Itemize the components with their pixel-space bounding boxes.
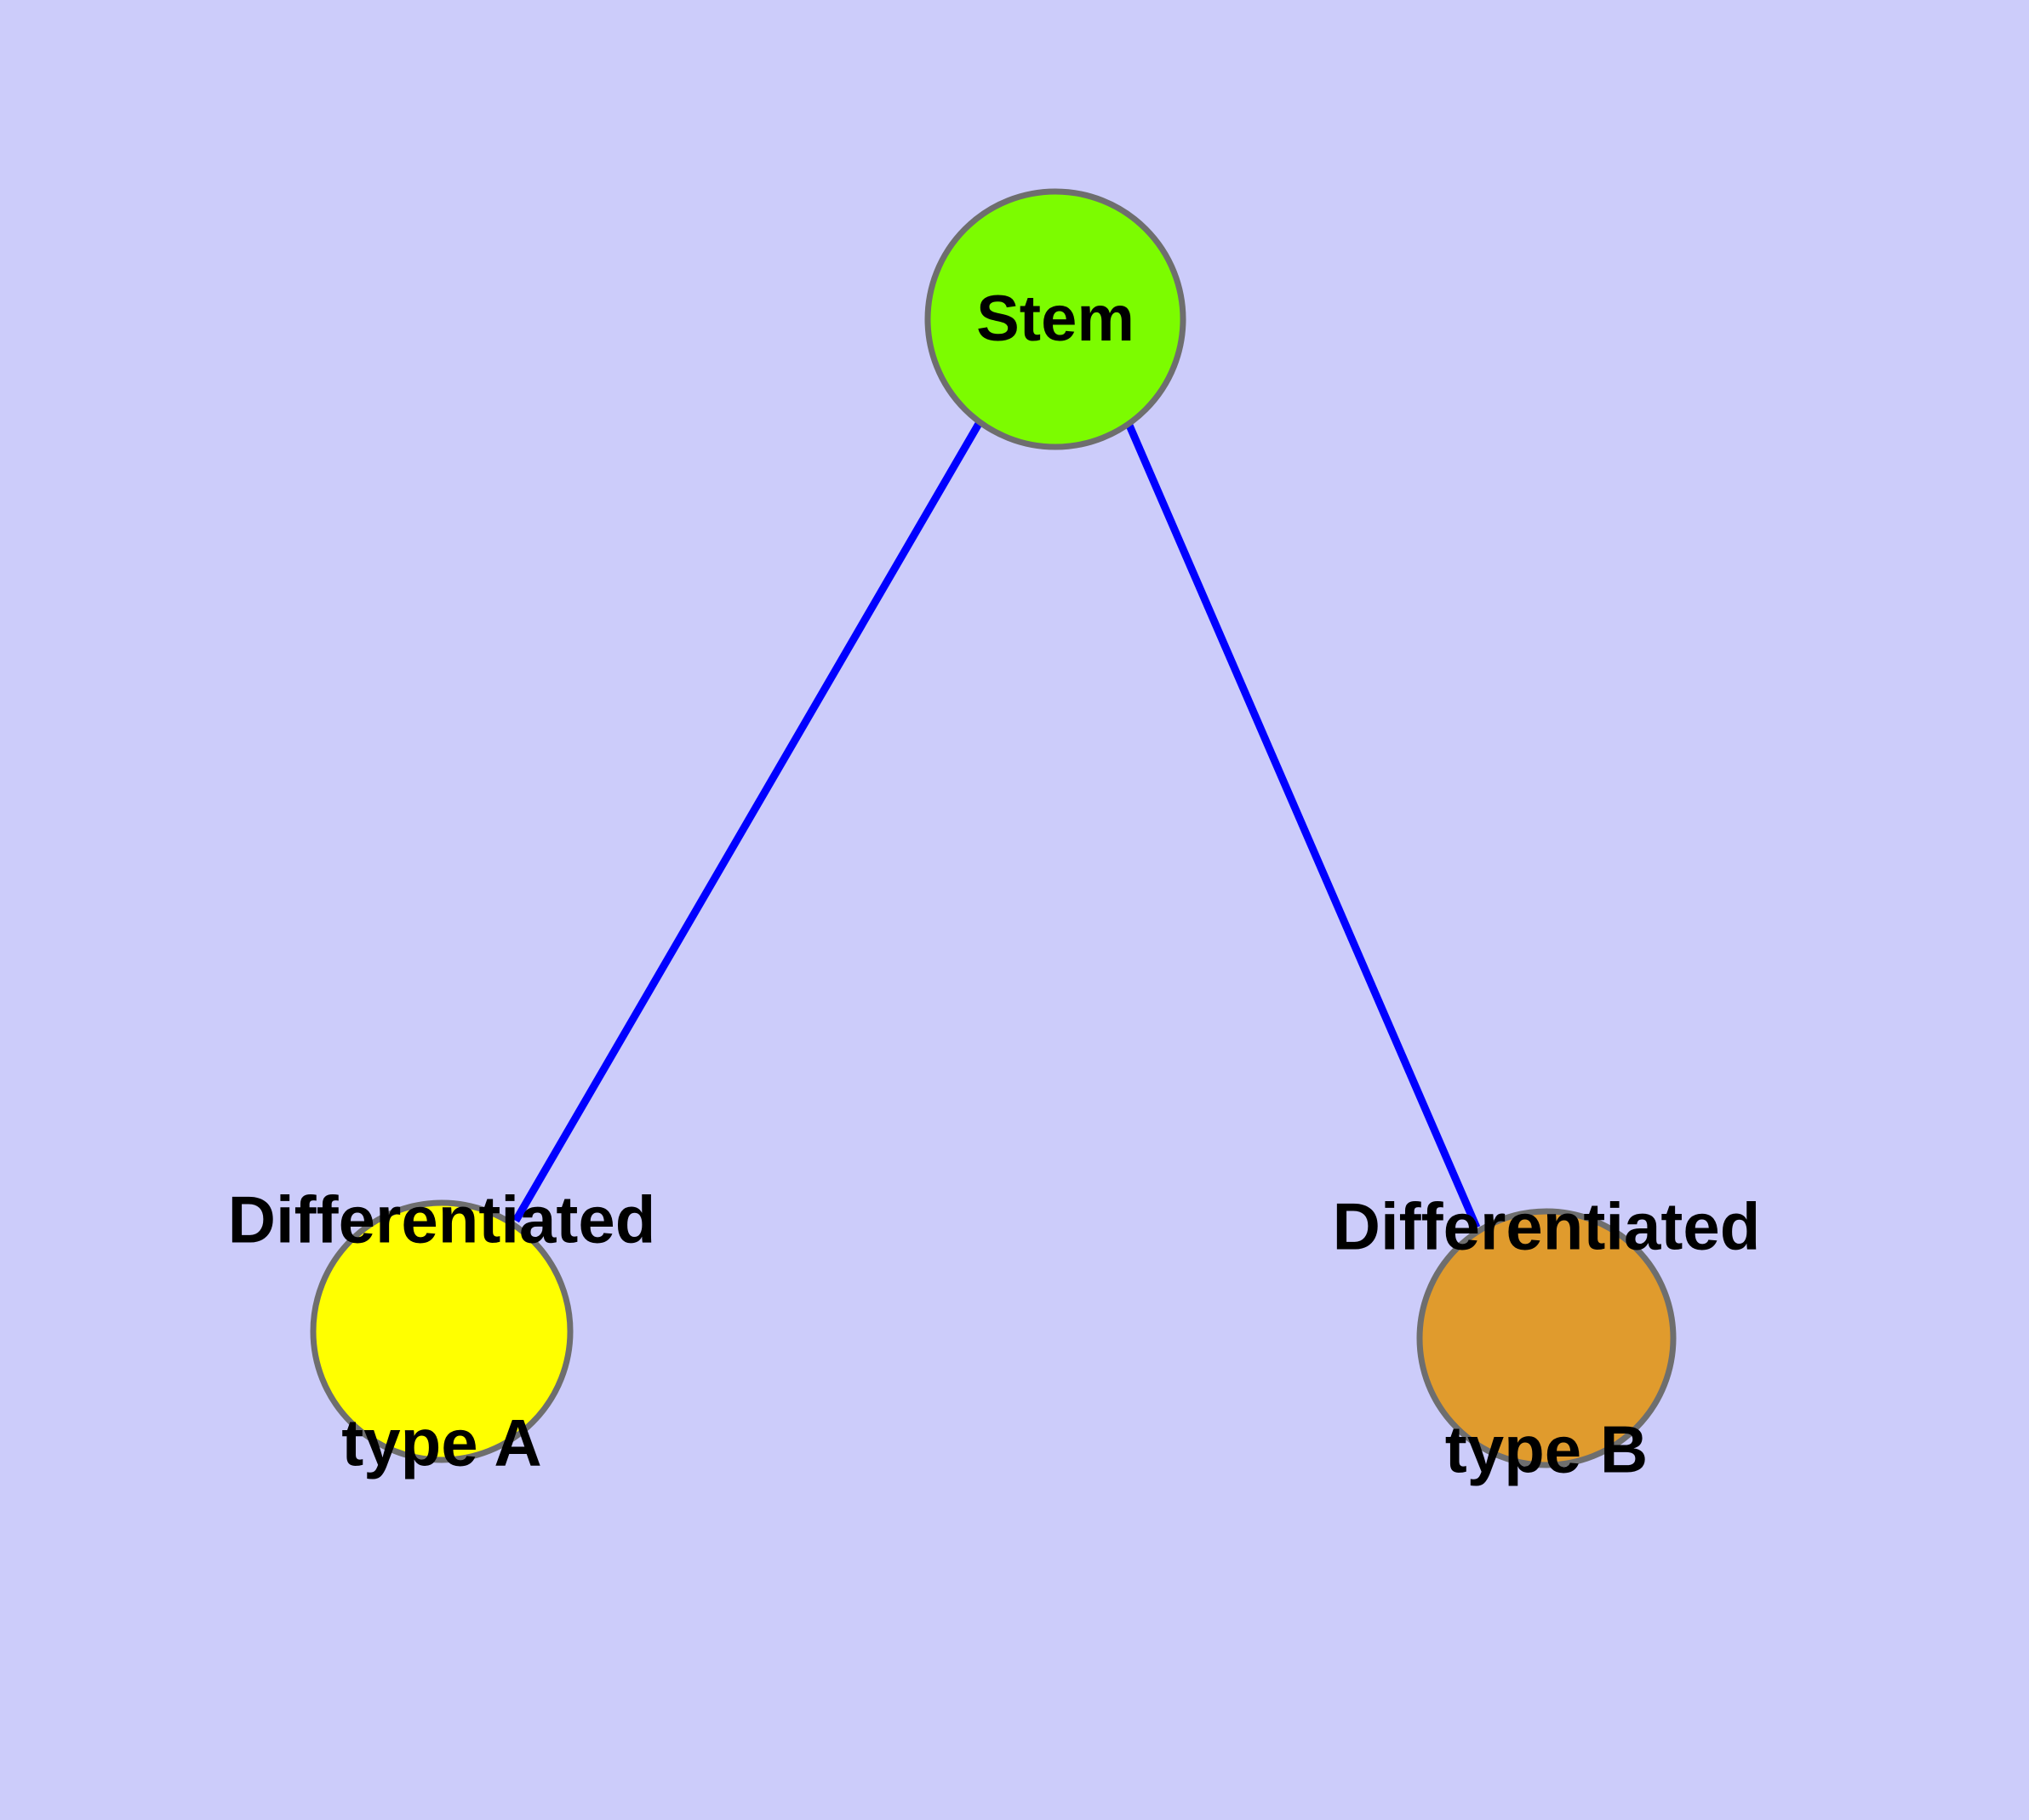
edge-layer	[512, 420, 1481, 1229]
edge-stem-to-differentiated-type-a[interactable]	[512, 420, 983, 1223]
node-stem[interactable]	[924, 188, 1186, 450]
edge-stem-to-differentiated-type-b[interactable]	[1123, 420, 1481, 1229]
node-differentiated-type-a[interactable]	[310, 1199, 574, 1463]
node-layer	[310, 188, 1677, 1468]
node-differentiated-type-b[interactable]	[1416, 1208, 1677, 1468]
